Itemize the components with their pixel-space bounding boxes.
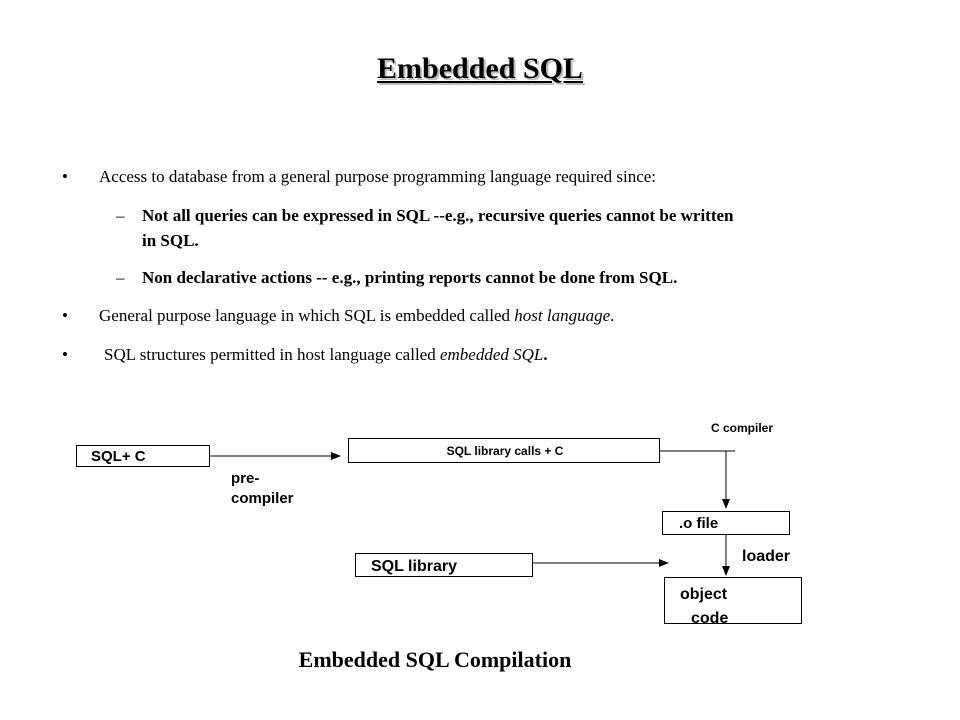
dash-marker: – bbox=[116, 206, 125, 225]
bullet-text: . bbox=[610, 306, 615, 325]
bullet-marker: • bbox=[62, 306, 68, 325]
precompiler-label-line2: compiler bbox=[231, 490, 294, 507]
term-embedded-sql: embedded SQL bbox=[439, 345, 544, 364]
object-code-label-line1: object bbox=[680, 586, 728, 603]
bullet-item-embedded-sql: SQL structures permitted in host languag… bbox=[104, 344, 548, 366]
c-compiler-label: C compiler bbox=[711, 421, 774, 435]
bullet-text: . bbox=[543, 345, 548, 364]
bullet-item-host-language: General purpose language in which SQL is… bbox=[99, 305, 614, 327]
bullet-marker: • bbox=[62, 167, 68, 186]
page-title: Embedded SQL bbox=[377, 52, 583, 85]
object-code-box: object code bbox=[664, 577, 802, 627]
bullet-text: SQL structures permitted in host languag… bbox=[104, 345, 440, 364]
sub-item-not-all-queries-line1: Not all queries can be expressed in SQL … bbox=[142, 206, 734, 225]
loader-label: loader bbox=[742, 548, 791, 565]
sub-item-non-declarative: Non declarative actions -- e.g., printin… bbox=[142, 268, 678, 287]
o-file-box: .o file bbox=[662, 511, 790, 535]
bullet-text: General purpose language in which SQL is… bbox=[99, 306, 515, 325]
sql-library-box: SQL library bbox=[355, 553, 533, 577]
o-file-label: .o file bbox=[679, 515, 719, 532]
sub-item-not-all-queries-line2: in SQL. bbox=[142, 231, 199, 250]
bullet-item-access: Access to database from a general purpos… bbox=[99, 167, 657, 186]
sql-library-calls-box: SQL library calls + C bbox=[348, 438, 660, 463]
dash-marker: – bbox=[116, 268, 125, 287]
sql-library-label: SQL library bbox=[371, 558, 457, 575]
term-host-language: host language bbox=[514, 306, 611, 325]
sql-c-box: SQL+ C bbox=[76, 445, 210, 467]
sql-library-calls-label: SQL library calls + C bbox=[446, 444, 564, 458]
diagram-caption: Embedded SQL Compilation bbox=[298, 647, 572, 672]
precompiler-label-line1: pre- bbox=[231, 470, 260, 487]
bullet-marker: • bbox=[62, 345, 68, 364]
object-code-label-line2: code bbox=[691, 610, 729, 627]
bullet-list: • Access to database from a general purp… bbox=[62, 167, 734, 366]
sql-c-label: SQL+ C bbox=[91, 448, 146, 465]
